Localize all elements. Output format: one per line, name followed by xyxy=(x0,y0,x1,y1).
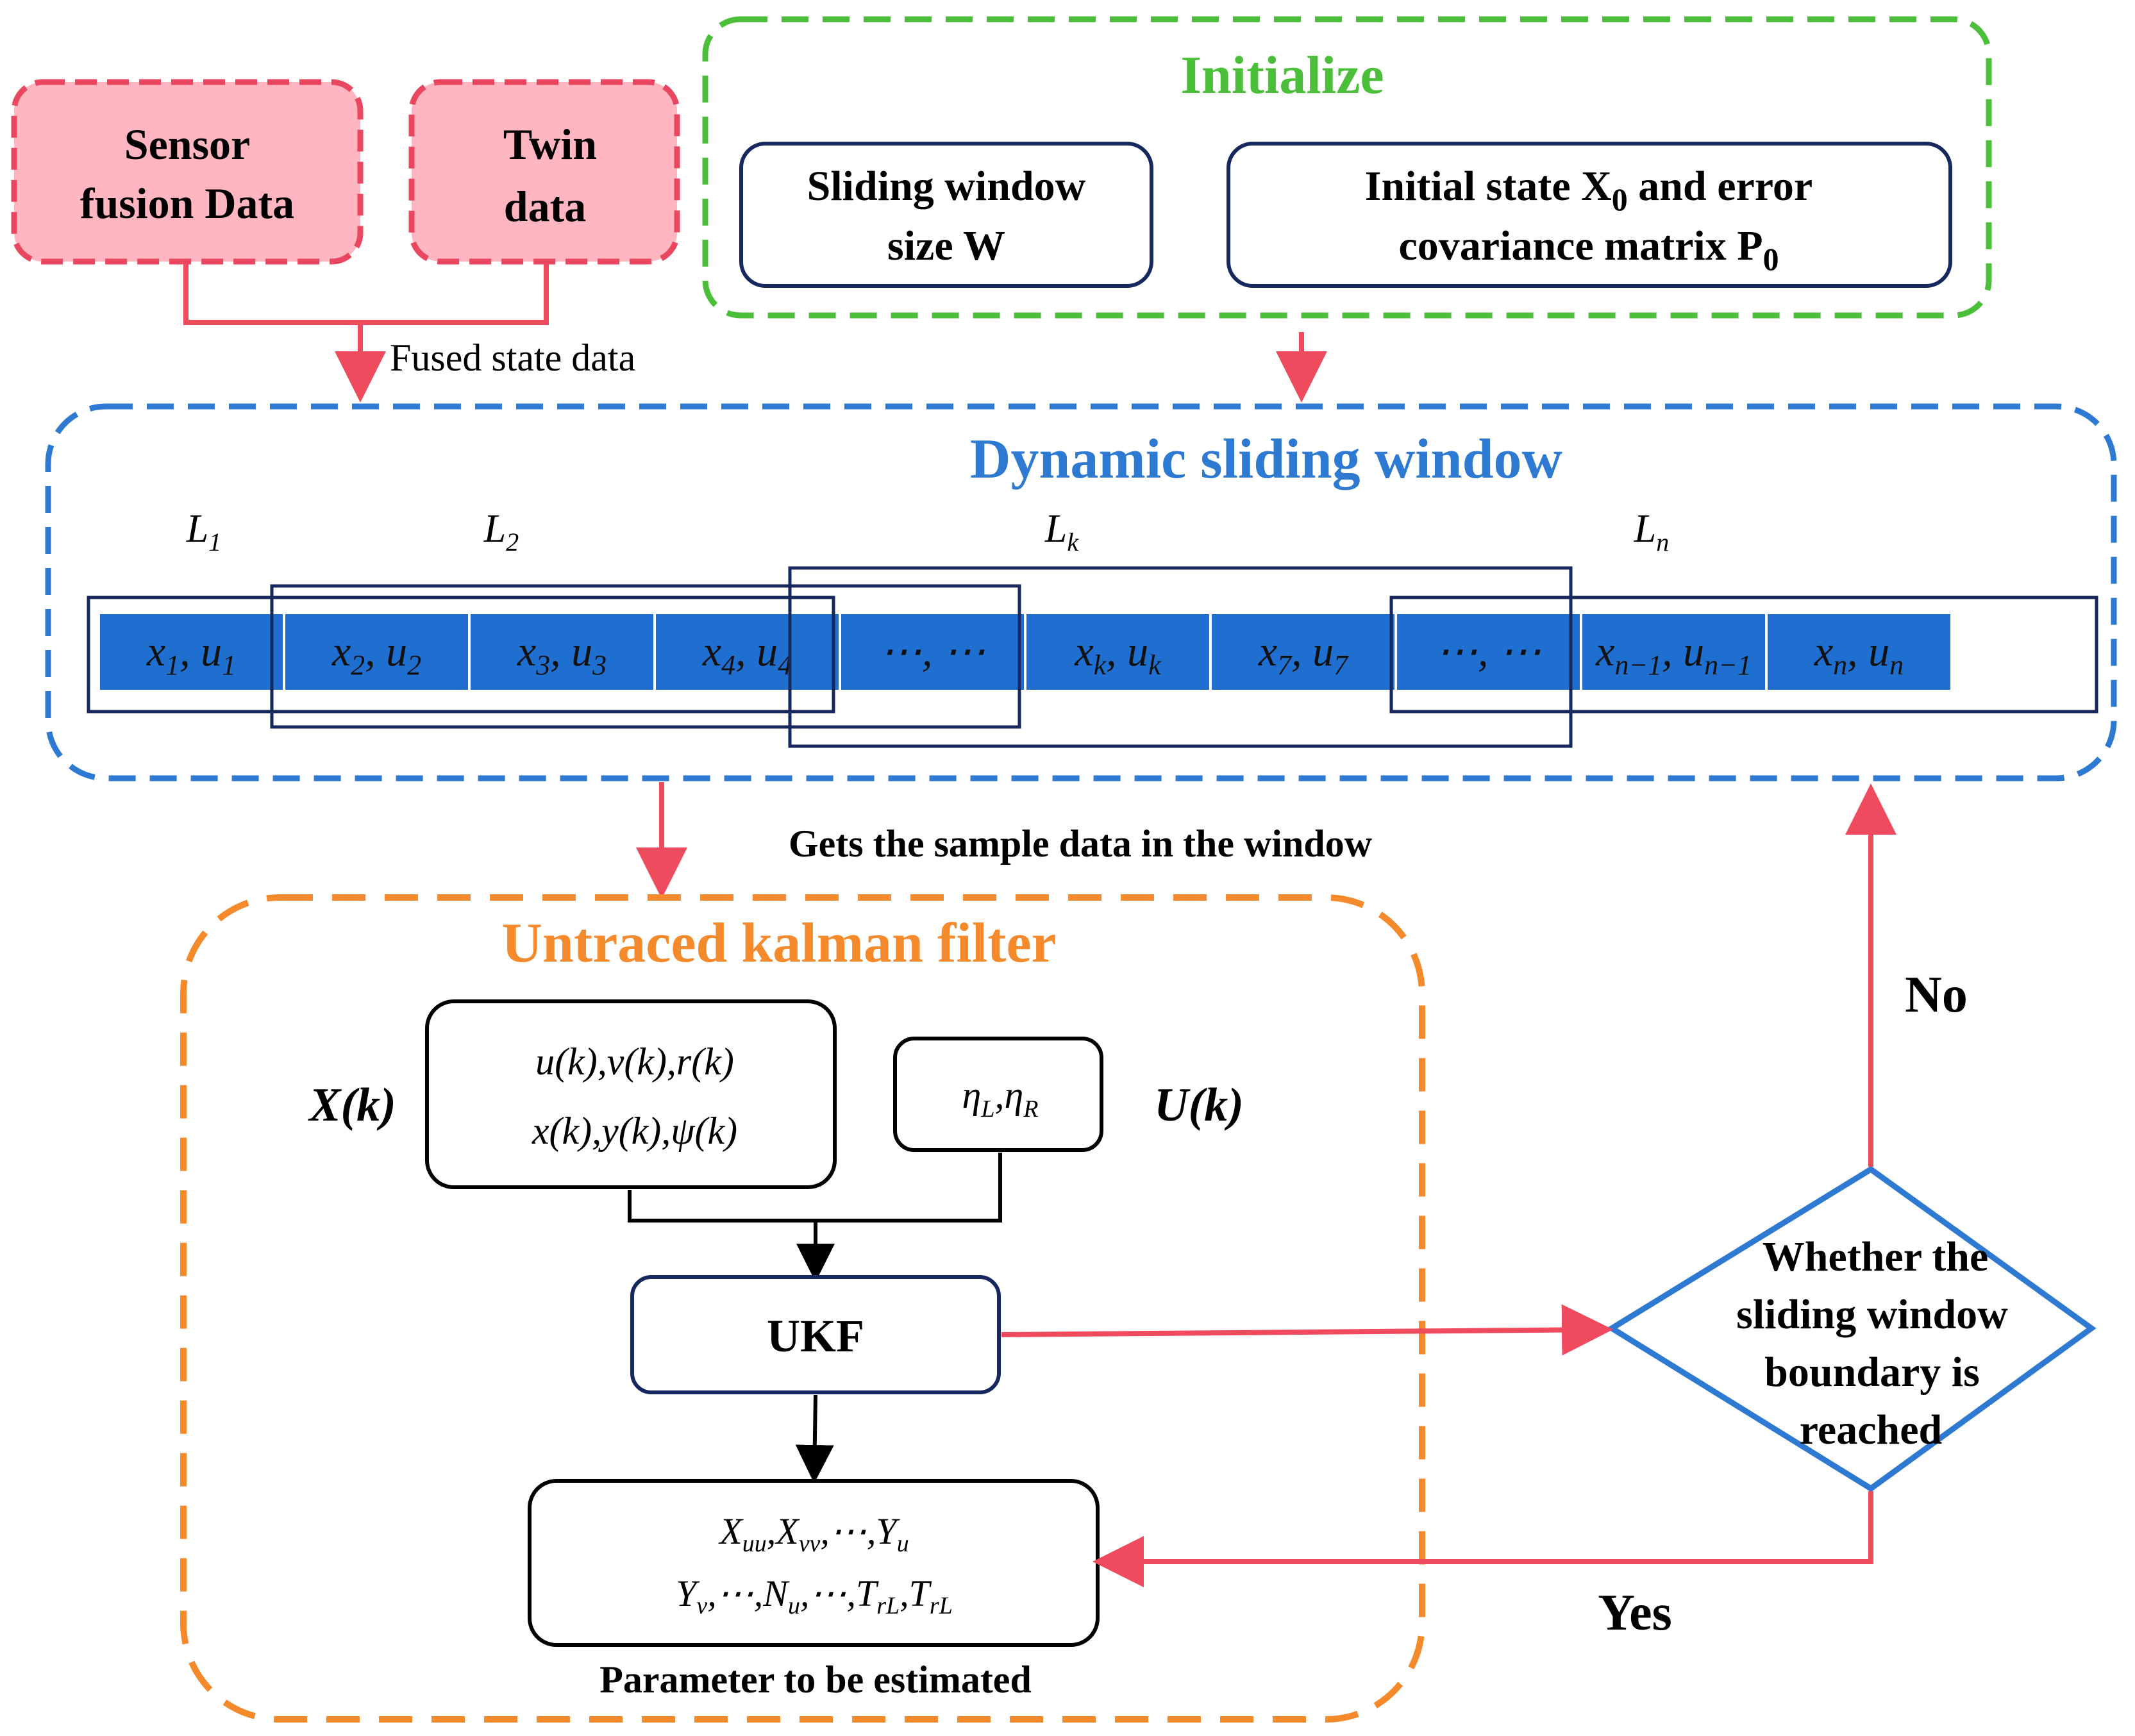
sample-cell-text: x7, u7 xyxy=(1258,628,1349,681)
twin-label-line2: data xyxy=(504,182,586,231)
params-line1: Xuu,Xvv,⋯,Yu xyxy=(718,1510,908,1557)
level-label-3: Ln xyxy=(1634,507,1669,556)
level-label-1: L2 xyxy=(483,507,519,556)
fused-state-label: Fused state data xyxy=(390,337,635,379)
decision-line3: boundary is xyxy=(1764,1349,1980,1396)
decision-line1: Whether the xyxy=(1762,1233,1989,1280)
sample-cells: x1, u1 x2, u2 x3, u3 x4, u4 ⋯, ⋯ xk, uk x7, u7… xyxy=(100,614,1950,690)
sample-cell-1: x2, u2 xyxy=(285,614,468,690)
window-frame-ln xyxy=(1389,596,2098,714)
eta-input-box: ηL,ηR xyxy=(893,1037,1103,1152)
sliding-window-size-box: Sliding window size W xyxy=(739,142,1153,288)
yes-label: Yes xyxy=(1598,1585,1672,1641)
sample-cell-0: x1, u1 xyxy=(100,614,283,690)
kalman-filter-group: Untraced kalman filter X(k) U(k) u(k),v(… xyxy=(180,894,1425,1723)
sample-cell-6: x7, u7 xyxy=(1212,614,1394,690)
input-vector-label: U(k) xyxy=(1154,1079,1244,1131)
fused-state-connector: Fused state data xyxy=(183,264,635,403)
sample-cell-text: x3, u3 xyxy=(517,628,607,681)
sample-cell-text: x1, u1 xyxy=(146,628,236,681)
kalman-filter-title: Untraced kalman filter xyxy=(501,912,1056,974)
twin-data-box: Twin data xyxy=(408,79,680,265)
sensor-fusion-data-box: Sensor fusion Data xyxy=(11,79,364,265)
yes-branch-connector xyxy=(1116,1491,1873,1564)
decision-line4: reached xyxy=(1800,1406,1942,1453)
dynamic-sliding-window-group: Dynamic sliding window L1 L2 Lk Ln x1, u1 x2… xyxy=(45,403,2117,781)
params-line2: Yv,⋯,Nu,⋯,TrL,TrL xyxy=(676,1573,953,1619)
sample-cell-2: x3, u3 xyxy=(471,614,653,690)
no-label: No xyxy=(1905,967,1968,1023)
eta-text: ηL,ηR xyxy=(962,1074,1039,1123)
ukf-to-params-arrow xyxy=(795,1394,834,1483)
sample-cell-4: ⋯, ⋯ xyxy=(841,614,1024,690)
ukf-label: UKF xyxy=(767,1310,864,1362)
initialize-group: Initialize Sliding window size W Initial… xyxy=(702,16,1992,319)
window-frame-l1 xyxy=(87,596,835,714)
state-vector-label: X(k) xyxy=(308,1079,396,1131)
sample-data-label: Gets the sample data in the window xyxy=(789,822,1373,865)
window-size-line2: size W xyxy=(887,222,1005,269)
sample-cell-8: xn−1, un−1 xyxy=(1582,614,1765,690)
ukf-box: UKF xyxy=(630,1275,1001,1394)
level-label-0: L1 xyxy=(186,507,221,556)
sample-cell-text: xn−1, un−1 xyxy=(1595,628,1752,681)
ukf-to-decision-arrow xyxy=(1001,1304,1613,1356)
sample-cell-7: ⋯, ⋯ xyxy=(1397,614,1580,690)
window-frame-l2 xyxy=(270,584,1021,729)
sensor-label-line1: Sensor xyxy=(124,120,250,169)
initial-state-line2: covariance matrix P0 xyxy=(1398,222,1779,277)
window-size-line1: Sliding window xyxy=(807,163,1086,210)
parameters-box: Xuu,Xvv,⋯,Yu Yv,⋯,Nu,⋯,TrL,TrL xyxy=(528,1479,1100,1647)
sample-cell-text: xk, uk xyxy=(1074,628,1162,681)
state-variables-box: u(k),v(k),r(k) x(k),y(k),ψ(k) xyxy=(425,999,837,1189)
window-level-labels: L1 L2 Lk Ln xyxy=(186,507,1669,556)
boundary-decision: Whether the sliding window boundary is r… xyxy=(1606,1165,2097,1492)
initialize-title: Initialize xyxy=(1180,46,1384,105)
sample-cell-5: xk, uk xyxy=(1026,614,1209,690)
twin-label-line1: Twin xyxy=(503,120,597,169)
sliding-window-title: Dynamic sliding window xyxy=(970,428,1563,490)
initial-state-box: Initial state X0 and error covariance ma… xyxy=(1227,142,1952,288)
window-frame-lk xyxy=(788,566,1573,748)
state-line2: x(k),y(k),ψ(k) xyxy=(532,1110,737,1152)
level-label-2: Lk xyxy=(1044,507,1079,556)
params-caption: Parameter to be estimated xyxy=(599,1658,1032,1701)
sample-cell-text: ⋯, ⋯ xyxy=(880,628,985,675)
sensor-label-line2: fusion Data xyxy=(80,179,294,228)
sample-cell-text: ⋯, ⋯ xyxy=(1436,628,1541,675)
state-line1: u(k),v(k),r(k) xyxy=(535,1040,734,1083)
sample-cell-3: x4, u4 xyxy=(656,614,839,690)
decision-line2: sliding window xyxy=(1736,1291,2008,1338)
initial-state-line1: Initial state X0 and error xyxy=(1365,163,1813,217)
sample-cell-text: xn, un xyxy=(1814,628,1904,681)
sample-cell-text: x2, u2 xyxy=(331,628,421,681)
sample-cell-9: xn, un xyxy=(1768,614,1950,690)
